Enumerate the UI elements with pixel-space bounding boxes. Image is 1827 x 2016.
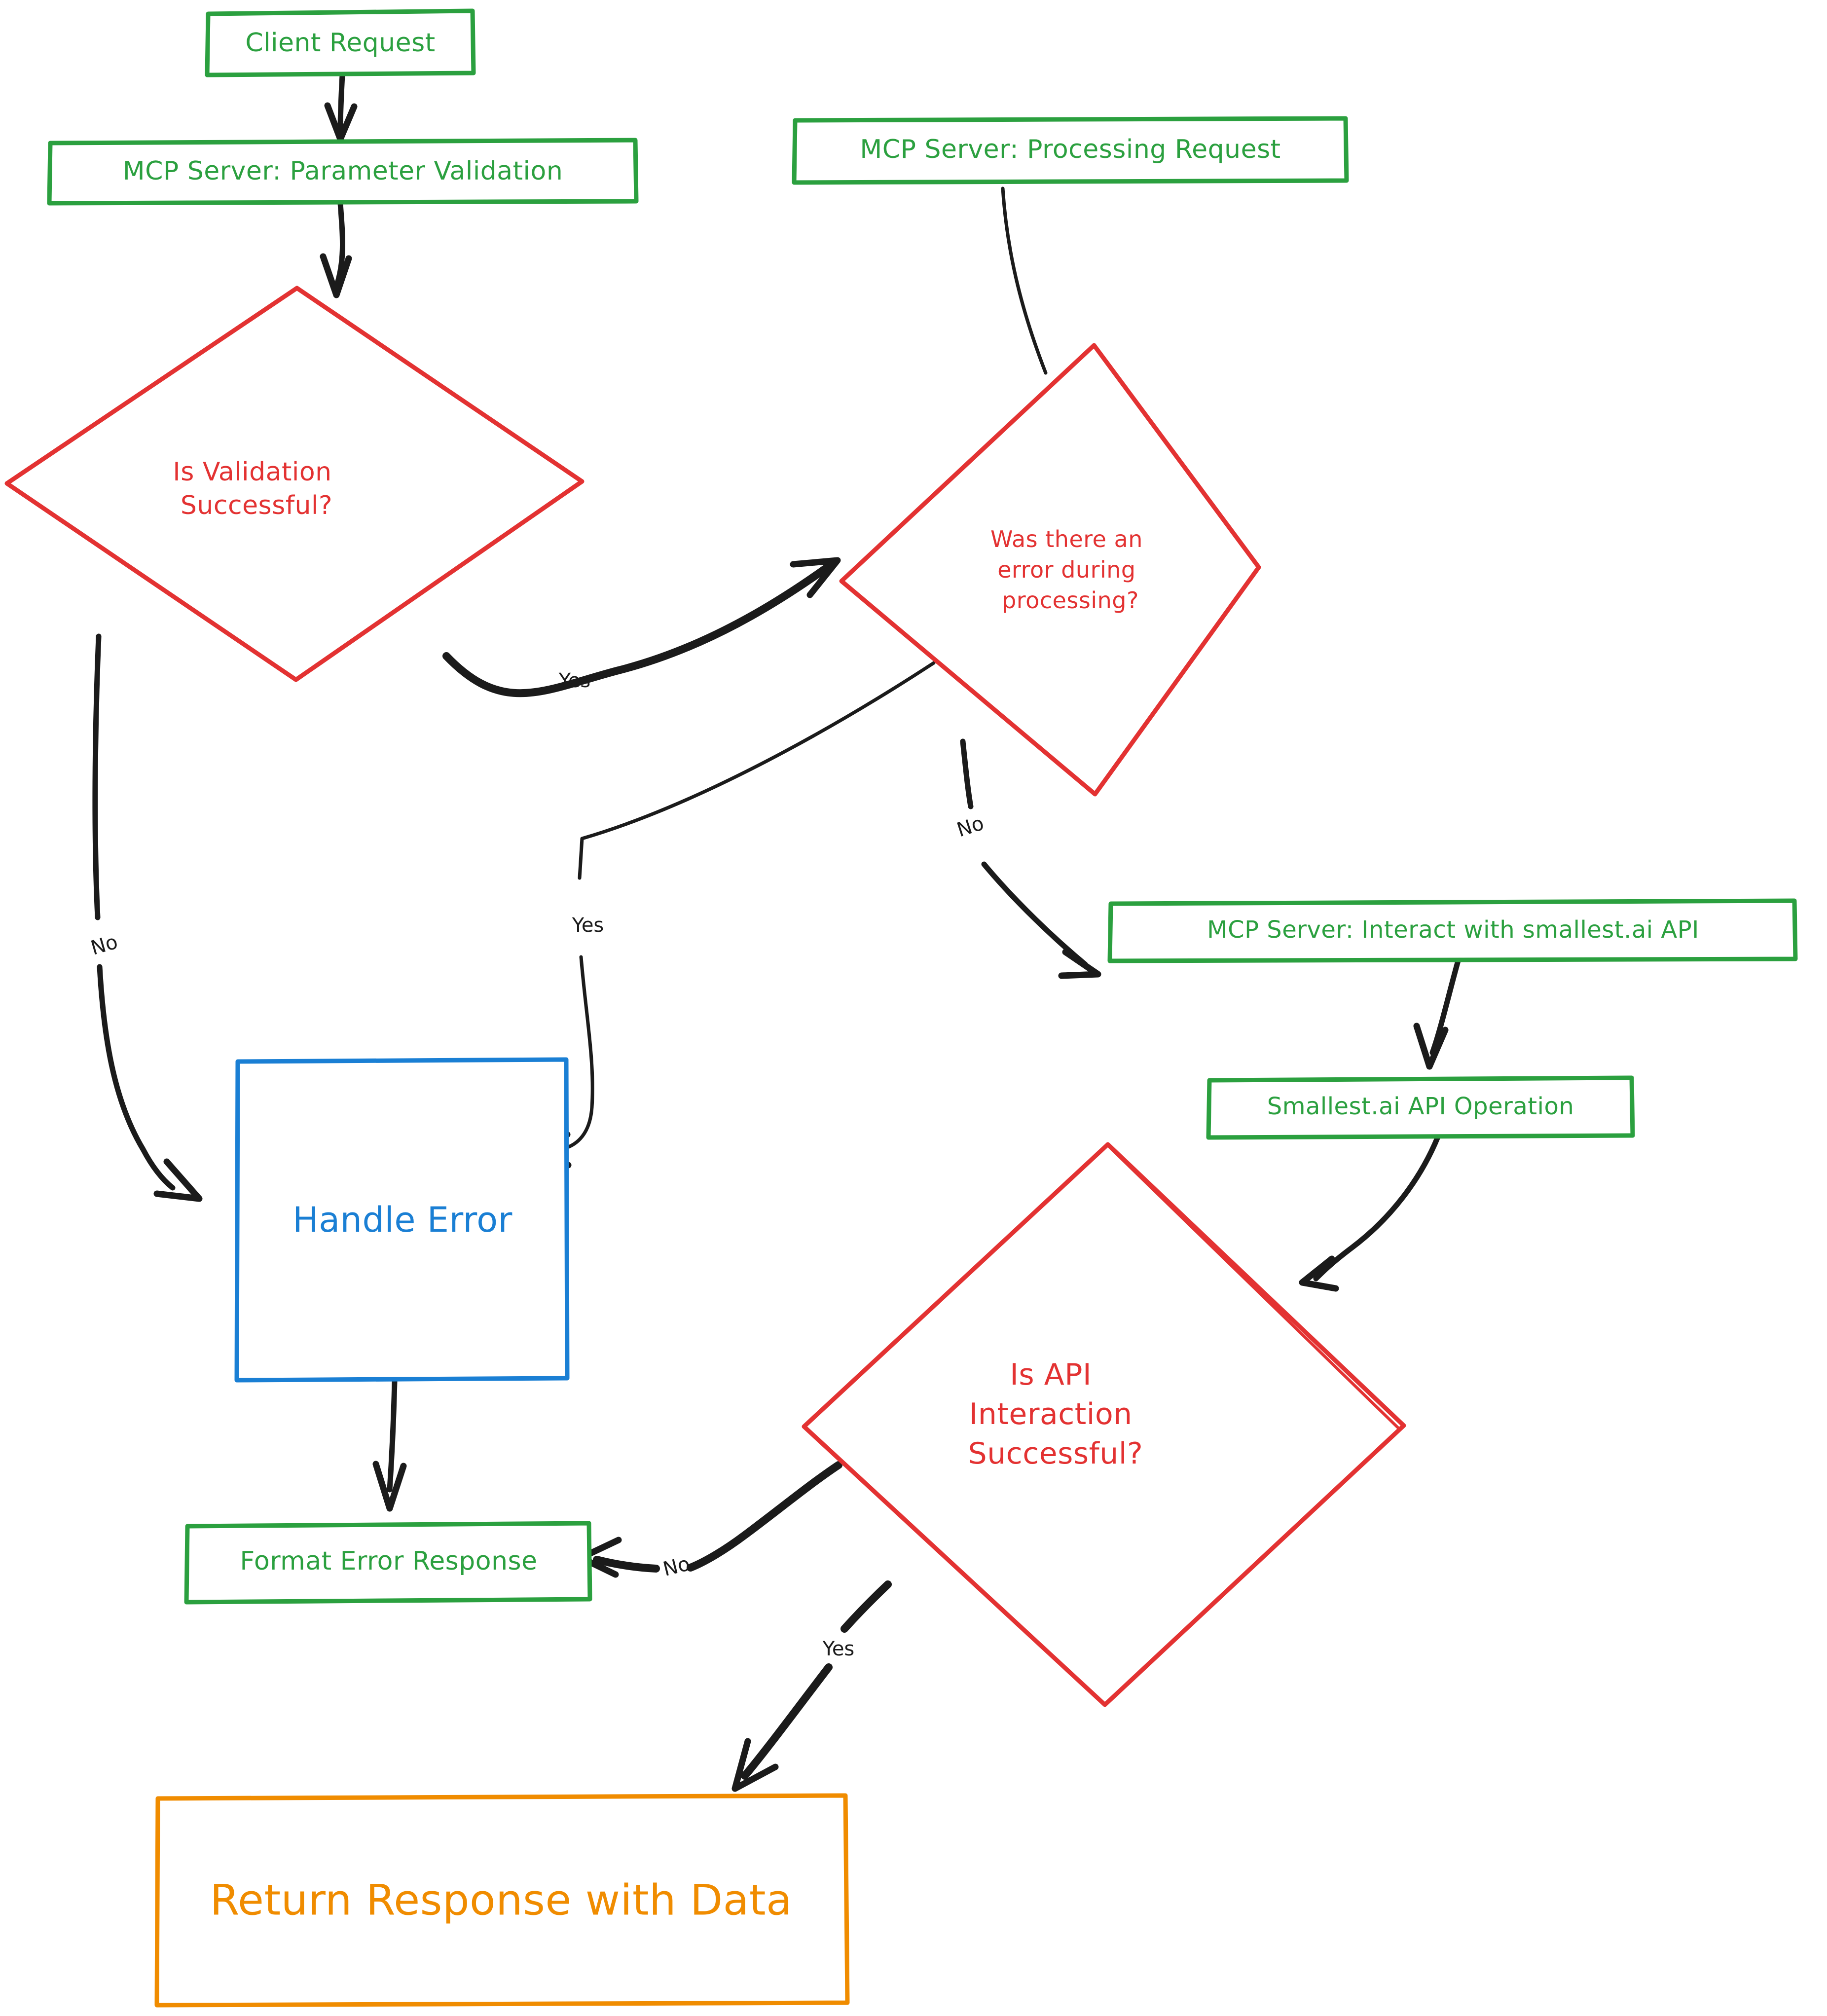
node-validation-decision-label: Is Validation Successful? [173, 457, 340, 520]
edge-api-yes-to-return-response [731, 1580, 892, 1792]
edge-label-validation-no: No [88, 930, 120, 959]
edge-validation-no-to-handle-error [92, 633, 203, 1202]
edge-handle-error-to-format-error [372, 1378, 407, 1512]
api-decision-line-2: Interaction [969, 1397, 1133, 1431]
node-client-request-label: Client Request [245, 28, 435, 58]
edge-label-error-yes: Yes [572, 914, 604, 937]
edge-api-operation-to-api-decision [1299, 1134, 1441, 1292]
node-api-operation-label: Smallest.ai API Operation [1267, 1093, 1574, 1120]
node-api-decision-label: Is API Interaction Successful? [968, 1357, 1143, 1471]
node-validation-decision[interactable]: Is Validation Successful? [4, 286, 585, 682]
edge-error-no-to-interact-api [960, 738, 1101, 979]
node-format-error-response[interactable]: Format Error Response [184, 1521, 592, 1605]
edge-validation-yes-to-error-decision [442, 557, 841, 697]
node-param-validation[interactable]: MCP Server: Parameter Validation [47, 138, 639, 206]
edge-label-validation-yes-text: Yes [558, 669, 591, 692]
node-client-request[interactable]: Client Request [205, 8, 476, 77]
edge-label-validation-yes: Yes [558, 669, 591, 692]
edge-label-validation-no-text: No [88, 930, 120, 959]
edge-client-request-to-param-validation [324, 72, 358, 143]
node-format-error-response-label: Format Error Response [240, 1546, 537, 1576]
edge-api-no-to-handle-error [578, 1461, 842, 1578]
node-interact-api-label: MCP Server: Interact with smallest.ai AP… [1207, 916, 1699, 944]
node-return-response-label: Return Response with Data [210, 1875, 793, 1925]
edge-label-api-no-text: No [661, 1552, 693, 1581]
error-decision-line-2: error during [997, 556, 1135, 583]
decision-line-1: Is Validation [173, 457, 331, 487]
error-decision-line-3: processing? [1002, 587, 1139, 614]
edge-label-api-yes-text: Yes [822, 1638, 855, 1660]
edge-label-api-yes: Yes [822, 1638, 855, 1660]
edge-label-api-no: No [661, 1552, 693, 1581]
node-handle-error[interactable]: Handle Error [234, 1057, 570, 1383]
node-interact-api[interactable]: MCP Server: Interact with smallest.ai AP… [1107, 898, 1798, 963]
node-return-response[interactable]: Return Response with Data [154, 1793, 850, 2008]
edge-processing-to-error-decision [1001, 186, 1048, 375]
node-error-decision[interactable]: Was there an error during processing? [839, 343, 1261, 797]
edge-label-error-no: No [954, 812, 987, 842]
node-handle-error-label: Handle Error [292, 1200, 512, 1240]
api-decision-line-3: Successful? [968, 1436, 1143, 1471]
node-api-operation[interactable]: Smallest.ai API Operation [1206, 1075, 1635, 1140]
node-error-decision-label: Was there an error during processing? [990, 526, 1150, 614]
edge-label-error-yes-text: Yes [572, 914, 604, 937]
api-decision-line-1: Is API [1010, 1357, 1092, 1392]
error-decision-line-1: Was there an [990, 526, 1143, 552]
edge-interact-api-to-api-operation [1413, 958, 1461, 1070]
node-api-decision[interactable]: Is API Interaction Successful? [802, 1142, 1406, 1707]
edge-label-error-no-text: No [954, 812, 987, 842]
node-processing-request[interactable]: MCP Server: Processing Request [792, 116, 1349, 185]
node-param-validation-label: MCP Server: Parameter Validation [123, 156, 563, 186]
edge-param-validation-to-validation-decision [320, 200, 352, 298]
node-processing-request-label: MCP Server: Processing Request [860, 135, 1280, 164]
decision-line-2: Successful? [181, 491, 332, 520]
